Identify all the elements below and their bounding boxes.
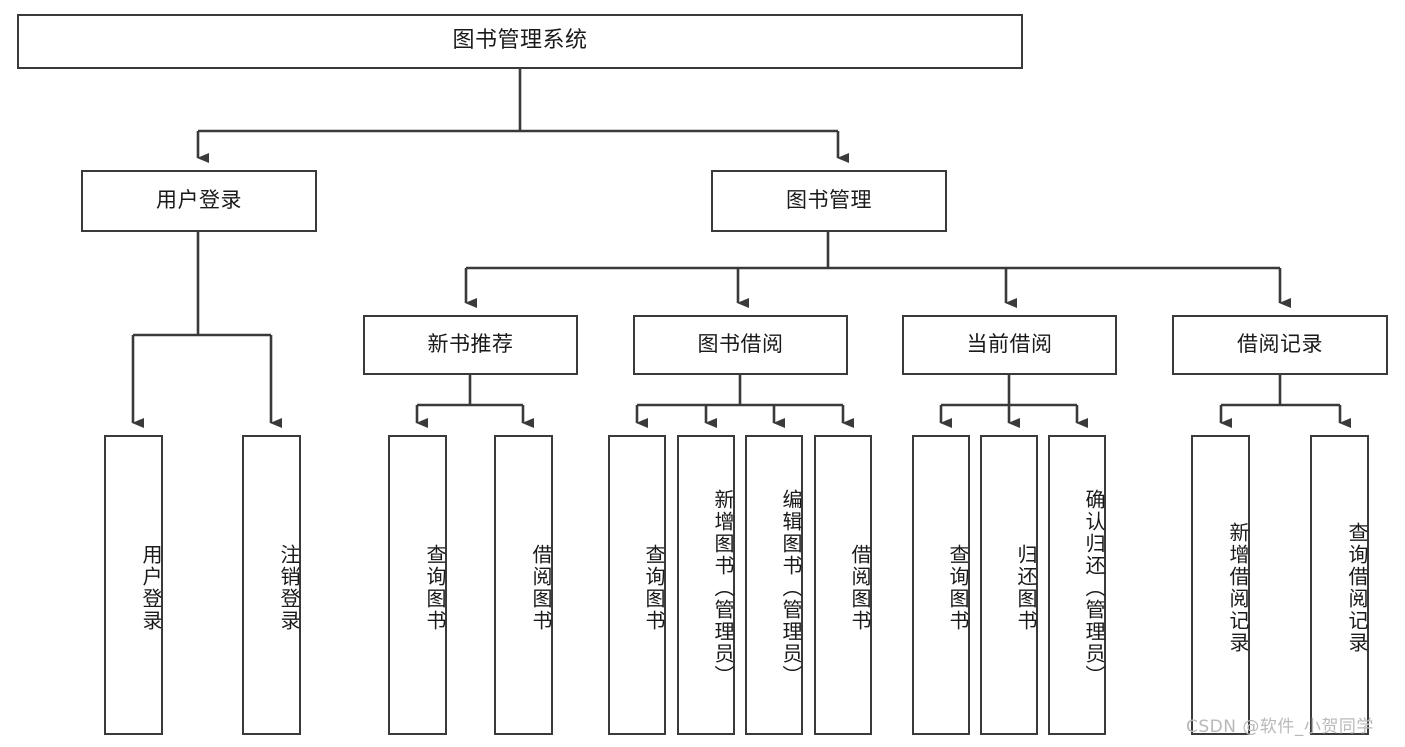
node-root[interactable]: 图书管理系统 [17, 14, 1023, 69]
node-label: 新增借阅记录 [1226, 522, 1250, 654]
node-leaf-query-book-borrow[interactable]: 查询图书 [608, 435, 666, 735]
node-label: 用户登录 [156, 188, 242, 213]
node-leaf-query-book-current[interactable]: 查询图书 [912, 435, 970, 735]
node-label: 新增图书（管理员） [711, 489, 735, 687]
node-label: 借阅图书 [529, 544, 553, 632]
node-leaf-add-borrow-record[interactable]: 新增借阅记录 [1191, 435, 1250, 735]
node-label: 图书管理 [786, 188, 872, 213]
node-new-book-recommend[interactable]: 新书推荐 [363, 315, 578, 375]
node-label: 用户登录 [139, 544, 163, 632]
node-label: 查询图书 [946, 544, 970, 632]
node-label: 图书借阅 [697, 332, 784, 357]
node-leaf-borrow-book-newbook[interactable]: 借阅图书 [494, 435, 553, 735]
csdn-watermark: CSDN @软件_小贺同学 [1186, 717, 1374, 737]
node-borrow-records[interactable]: 借阅记录 [1172, 315, 1388, 375]
node-label: 注销登录 [277, 544, 301, 632]
node-label: 借阅图书 [848, 544, 872, 632]
node-current-borrow[interactable]: 当前借阅 [902, 315, 1117, 375]
node-label: 新书推荐 [427, 332, 514, 357]
node-label: 当前借阅 [966, 332, 1053, 357]
node-user-login[interactable]: 用户登录 [81, 170, 317, 232]
node-leaf-add-book-admin[interactable]: 新增图书（管理员） [677, 435, 735, 735]
node-label: 查询图书 [423, 544, 447, 632]
node-leaf-logout[interactable]: 注销登录 [242, 435, 301, 735]
node-label: 确认归还（管理员） [1082, 489, 1106, 687]
node-leaf-query-borrow-record[interactable]: 查询借阅记录 [1310, 435, 1369, 735]
node-label: 归还图书 [1014, 544, 1038, 632]
node-leaf-borrow-book[interactable]: 借阅图书 [814, 435, 872, 735]
node-leaf-query-book-newbook[interactable]: 查询图书 [388, 435, 447, 735]
node-label: 查询借阅记录 [1345, 522, 1369, 654]
node-label: 编辑图书（管理员） [779, 489, 803, 687]
node-book-borrow[interactable]: 图书借阅 [633, 315, 848, 375]
node-book-management[interactable]: 图书管理 [711, 170, 947, 232]
node-leaf-user-login[interactable]: 用户登录 [104, 435, 163, 735]
node-leaf-edit-book-admin[interactable]: 编辑图书（管理员） [745, 435, 803, 735]
node-leaf-confirm-return-admin[interactable]: 确认归还（管理员） [1048, 435, 1106, 735]
node-label: 图书管理系统 [452, 28, 588, 54]
node-leaf-return-book[interactable]: 归还图书 [980, 435, 1038, 735]
node-label: 查询图书 [642, 544, 666, 632]
node-label: 借阅记录 [1237, 332, 1323, 357]
